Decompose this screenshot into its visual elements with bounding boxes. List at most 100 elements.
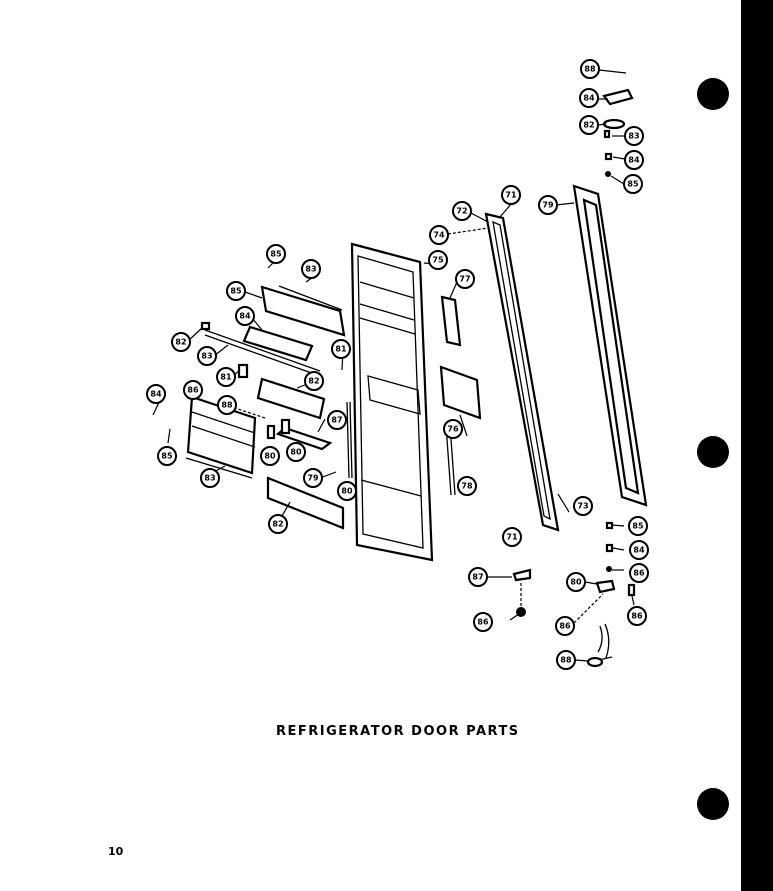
callout-84-lower: 84: [629, 540, 649, 560]
svg-text:86: 86: [559, 622, 571, 631]
svg-text:80: 80: [341, 487, 353, 496]
svg-text:75: 75: [432, 256, 444, 265]
callout-74: 74: [429, 225, 449, 245]
svg-text:79: 79: [542, 201, 554, 210]
svg-text:86: 86: [187, 386, 199, 395]
leader-lines: [152, 69, 635, 662]
callout-86-hinge: 86: [473, 612, 493, 632]
callout-78: 78: [457, 476, 477, 496]
callout-76-top: 76: [443, 419, 463, 439]
small-panels: [439, 295, 482, 496]
callout-86-lower: 86: [629, 563, 649, 583]
callout-72: 72: [452, 201, 472, 221]
callout-85-shelf: 85: [266, 244, 286, 264]
callout-85-left: 85: [226, 281, 246, 301]
callout-84-top: 84: [579, 88, 599, 108]
callout-85-lower: 85: [628, 516, 648, 536]
callout-79-gasket: 79: [538, 195, 558, 215]
callout-83-top: 83: [624, 126, 644, 146]
svg-text:83: 83: [628, 132, 639, 141]
svg-text:80: 80: [570, 578, 582, 587]
punch-hole-bottom: [697, 788, 729, 820]
svg-text:83: 83: [305, 265, 316, 274]
svg-text:86: 86: [631, 612, 643, 621]
callout-86-right: 86: [627, 606, 647, 626]
svg-text:71: 71: [506, 533, 518, 542]
svg-text:80: 80: [264, 452, 276, 461]
outer-gasket: [572, 184, 648, 507]
callout-82-bottom: 82: [268, 514, 288, 534]
svg-text:82: 82: [272, 520, 283, 529]
callout-79-mid: 79: [303, 468, 323, 488]
callout-83-bottom: 83: [200, 468, 220, 488]
svg-text:88: 88: [584, 65, 596, 74]
callout-86-left: 86: [183, 380, 203, 400]
svg-text:83: 83: [204, 474, 215, 483]
svg-text:84: 84: [633, 546, 645, 555]
callout-81-panel: 81: [331, 339, 351, 359]
svg-text:72: 72: [456, 207, 467, 216]
svg-text:78: 78: [461, 482, 473, 491]
callout-88-left: 88: [217, 395, 237, 415]
svg-text:85: 85: [161, 452, 173, 461]
svg-text:87: 87: [331, 416, 342, 425]
svg-text:85: 85: [632, 522, 644, 531]
svg-text:80: 80: [290, 448, 302, 457]
svg-text:85: 85: [270, 250, 282, 259]
door-panel: [350, 242, 434, 562]
callout-84-hinge: 84: [624, 150, 644, 170]
svg-text:82: 82: [175, 338, 186, 347]
callout-88-top: 88: [580, 59, 600, 79]
svg-text:83: 83: [201, 352, 212, 361]
svg-text:84: 84: [583, 94, 595, 103]
svg-text:84: 84: [239, 312, 251, 321]
svg-text:77: 77: [459, 275, 470, 284]
callout-81-left: 81: [216, 367, 236, 387]
callout-82-top: 82: [579, 115, 599, 135]
callout-83-bar: 83: [301, 259, 321, 279]
svg-text:79: 79: [307, 474, 319, 483]
diagram-caption: REFRIGERATOR DOOR PARTS: [276, 724, 520, 739]
svg-text:86: 86: [633, 569, 645, 578]
svg-text:88: 88: [560, 656, 572, 665]
page-number: 10: [108, 845, 124, 858]
callout-85-hinge: 85: [623, 174, 643, 194]
callout-80-right: 86: [555, 616, 575, 636]
svg-text:71: 71: [505, 191, 517, 200]
callout-71-bottom: 71: [502, 527, 522, 547]
callout-82-left: 82: [171, 332, 191, 352]
svg-text:76: 76: [447, 425, 459, 434]
callout-84-shelf: 84: [235, 306, 255, 326]
svg-text:81: 81: [220, 373, 232, 382]
binding-edge: [741, 0, 773, 891]
callout-77: 77: [455, 269, 475, 289]
callout-80-mid: 80: [286, 442, 306, 462]
callout-71-top: 71: [501, 185, 521, 205]
svg-text:87: 87: [472, 573, 483, 582]
svg-text:85: 85: [627, 180, 639, 189]
callout-87-right: 80: [566, 572, 586, 592]
svg-text:81: 81: [335, 345, 347, 354]
shelf-parts: [185, 285, 353, 530]
callout-85-bottom-left: 85: [157, 446, 177, 466]
hinge-hardware: [512, 88, 636, 668]
callout-80-panel: 80: [337, 481, 357, 501]
svg-text:73: 73: [577, 502, 588, 511]
punch-hole-middle: [697, 436, 729, 468]
callout-87-hinge: 87: [468, 567, 488, 587]
svg-text:84: 84: [628, 156, 640, 165]
callout-75: 75: [428, 250, 448, 270]
svg-text:84: 84: [150, 390, 162, 399]
svg-text:85: 85: [230, 287, 242, 296]
callout-73: 73: [573, 496, 593, 516]
callout-87-left: 87: [327, 410, 347, 430]
callout-80-left: 80: [260, 446, 280, 466]
callout-88-bottom: 88: [556, 650, 576, 670]
callout-83-left: 83: [197, 346, 217, 366]
svg-text:88: 88: [221, 401, 233, 410]
svg-text:86: 86: [477, 618, 489, 627]
svg-text:82: 82: [583, 121, 594, 130]
door-liner: [484, 212, 560, 532]
